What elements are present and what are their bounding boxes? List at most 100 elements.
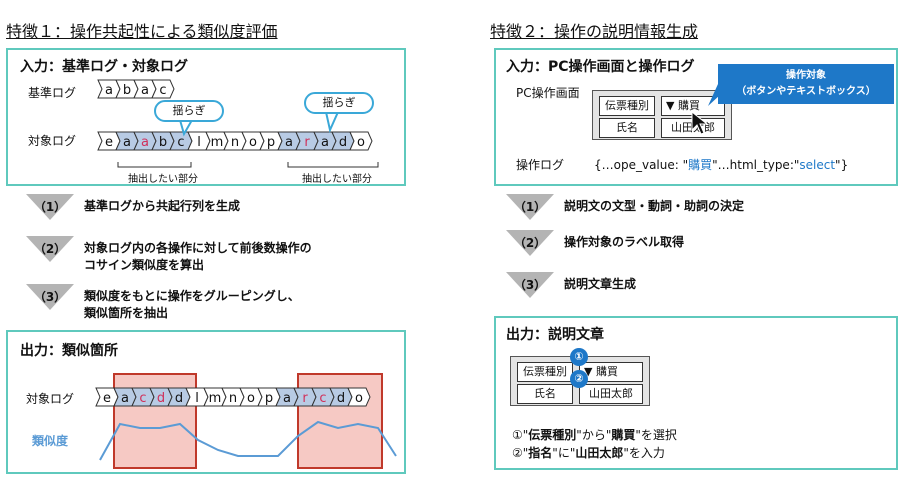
sequence-letter: a	[105, 83, 113, 98]
sequence-letter: o	[357, 135, 365, 150]
operation-log-label: 操作ログ	[516, 158, 565, 172]
step-number: （2）	[513, 236, 547, 250]
step-number: （1）	[33, 200, 67, 214]
step-arrow	[506, 194, 554, 220]
target-log-label: 対象ログ	[28, 134, 77, 148]
s1-mid: "から"	[576, 428, 612, 442]
extract-label-2: 抽出したい部分	[302, 174, 372, 185]
bubble-tail-2	[324, 111, 340, 134]
log-mid: "…html_type:"	[712, 158, 800, 172]
screen-mock: 伝票種別 ▼ 購買 氏名 山田太郎	[592, 90, 732, 140]
sequence-letter: m	[209, 391, 222, 406]
left-heading: 特徴１：操作共起性による類似度評価	[6, 22, 278, 41]
s2-bold2: 山田太郎	[575, 446, 624, 460]
sequence-letter: r	[302, 391, 308, 406]
sequence-chevron	[151, 79, 175, 99]
sequence-item: m	[205, 131, 229, 151]
sequence-letter: c	[319, 391, 326, 406]
sequence-letter: c	[139, 391, 146, 406]
output-name-label: 氏名	[517, 384, 573, 404]
sequence-letter: l	[195, 391, 199, 406]
right-output-title: 出力：説明文章	[506, 327, 604, 343]
sequence-letter: e	[105, 135, 113, 150]
sequence-letter: p	[265, 391, 273, 406]
sequence-letter: m	[211, 135, 224, 150]
fluctuation-bubble-1: 揺らぎ	[154, 100, 224, 122]
step-text: 説明文の文型・動詞・助詞の決定	[564, 199, 745, 213]
step-arrow	[506, 230, 554, 256]
callout-line2: （ボタンやテキストボックス）	[736, 86, 876, 97]
step-arrow	[26, 284, 74, 310]
extract-brace-1	[117, 162, 192, 168]
sequence-letter: l	[197, 135, 201, 150]
mouse-cursor-icon	[691, 110, 709, 135]
s2-suffix: "を入力	[623, 446, 665, 460]
name-label: 氏名	[599, 118, 655, 138]
output-target-log-label: 対象ログ	[26, 392, 75, 406]
s1-suffix: "を選択	[635, 428, 677, 442]
extract-brace-2	[287, 162, 379, 168]
step-arrow	[26, 236, 74, 262]
log-value-select: select	[799, 158, 836, 172]
right-heading: 特徴２：操作の説明情報生成	[490, 22, 699, 41]
sequence-chevron	[347, 387, 371, 407]
purchase-select[interactable]: ▼ 購買	[661, 96, 725, 116]
step-arrow	[26, 194, 74, 220]
step-marker-2: ②	[570, 370, 588, 388]
right-input-panel: 入力：PC操作画面と操作ログ PC操作画面 伝票種別 ▼ 購買 氏名 山田太郎 …	[494, 48, 898, 186]
sequence-letter: d	[337, 391, 345, 406]
sequence-letter: o	[355, 391, 363, 406]
left-output-title: 出力：類似箇所	[20, 343, 118, 359]
left-input-title: 入力：基準ログ・対象ログ	[20, 59, 188, 75]
sequence-item: c	[151, 79, 175, 99]
sequence-item: o	[349, 131, 373, 151]
sequence-letter: o	[247, 391, 255, 406]
step-text: 操作対象のラベル取得	[564, 235, 685, 249]
step-number: （3）	[33, 290, 67, 304]
s2-bold1: 指名	[528, 446, 553, 460]
log-value-purchase: 購買	[688, 158, 713, 172]
sequence-letter: d	[339, 135, 347, 150]
sequence-letter: a	[141, 135, 149, 150]
s1-bold1: 伝票種別	[528, 428, 577, 442]
output-name-input[interactable]: 山田太郎	[579, 384, 643, 404]
sequence-letter: a	[285, 135, 293, 150]
sequence-letter: c	[159, 83, 166, 98]
step-text-line2: 類似箇所を抽出	[84, 306, 169, 320]
left-step-3: （3） 類似度をもとに操作をグルーピングし、 類似箇所を抽出	[26, 284, 300, 320]
step-text: 類似度をもとに操作をグルーピングし、	[84, 289, 300, 303]
output-purchase-select[interactable]: ▼ 購買	[579, 362, 643, 382]
sequence-letter: b	[123, 83, 131, 98]
callout-line1: 操作対象	[786, 70, 826, 81]
left-step-2: （2） 対象ログ内の各操作に対して前後数操作の コサイン類似度を算出	[26, 236, 312, 272]
sequence-letter: b	[159, 135, 167, 150]
pc-screen-label: PC操作画面	[516, 86, 580, 100]
log-suffix: "}	[835, 158, 849, 172]
sequence-letter: r	[304, 135, 310, 150]
step-number: （1）	[513, 200, 547, 214]
left-step-1: （1） 基準ログから共起行列を生成	[26, 194, 240, 220]
right-step-3: （3） 説明文章生成	[506, 272, 636, 298]
step-number: （2）	[33, 242, 67, 256]
sequence-letter: o	[249, 135, 257, 150]
sequence-item: o	[347, 387, 371, 407]
s2-prefix: ②"	[512, 446, 529, 460]
step-marker-1: ①	[570, 348, 588, 366]
s1-bold2: 購買	[611, 428, 636, 442]
fluctuation-bubble-2: 揺らぎ	[304, 92, 374, 114]
step-arrow	[506, 272, 554, 298]
sequence-letter: c	[177, 135, 184, 150]
output-voucher-type-label: 伝票種別	[517, 362, 573, 382]
sequence-letter: a	[283, 391, 291, 406]
sequence-chevron	[349, 131, 373, 151]
right-step-2: （2） 操作対象のラベル取得	[506, 230, 684, 256]
sequence-letter: p	[267, 135, 275, 150]
step-number: （3）	[513, 278, 547, 292]
base-log-label: 基準ログ	[28, 86, 77, 100]
right-input-title: 入力：PC操作画面と操作ログ	[506, 59, 695, 75]
